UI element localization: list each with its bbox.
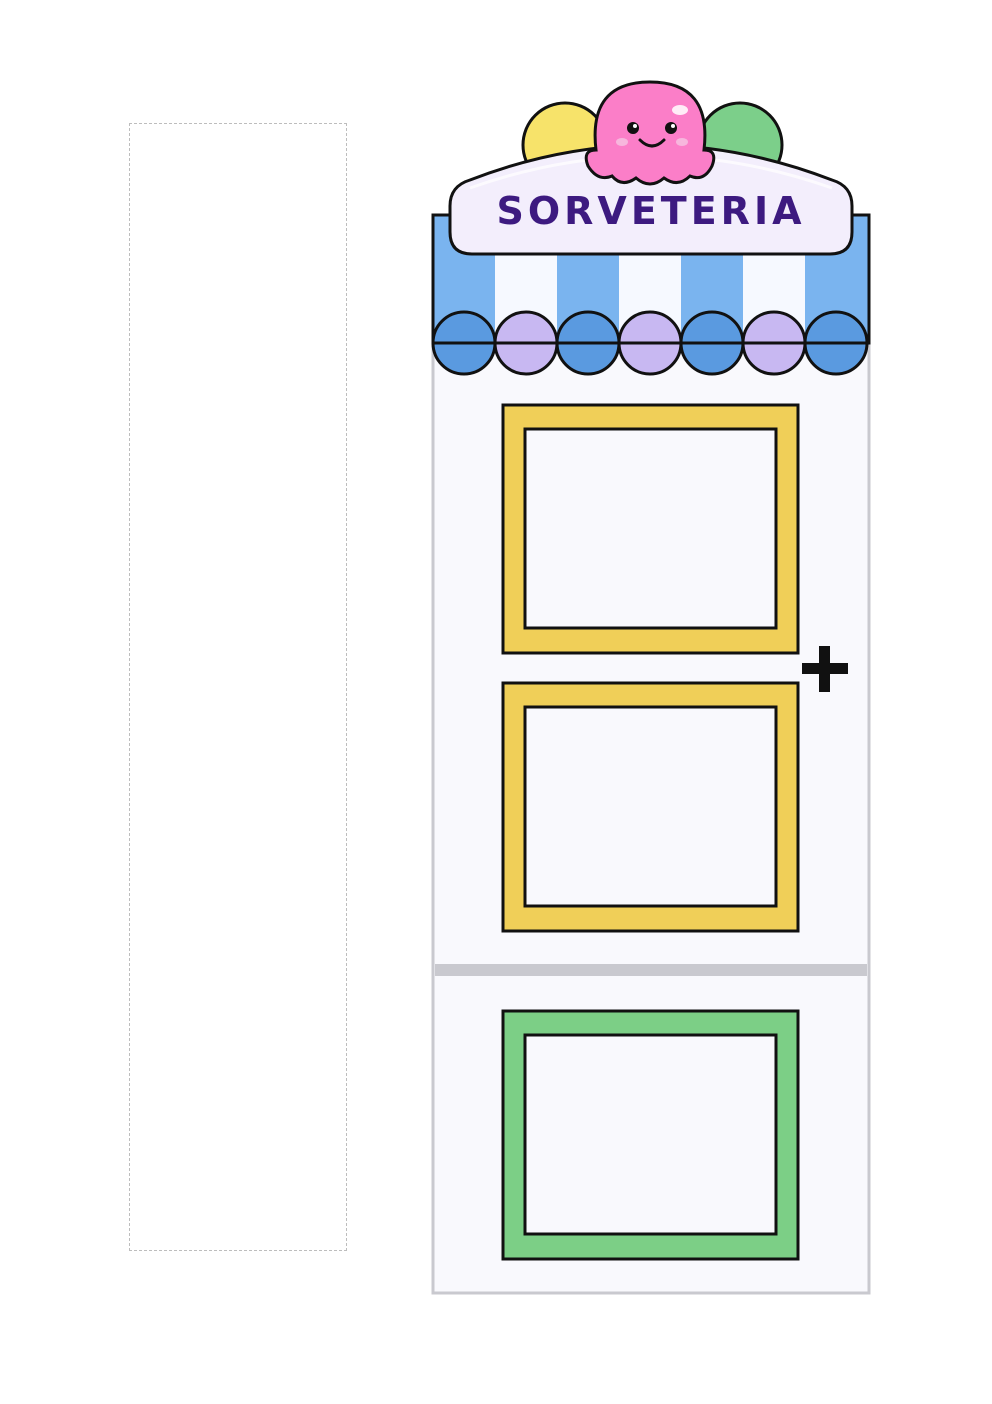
shelf-divider (435, 964, 867, 976)
pink-ice-cream-scoop-icon (584, 80, 716, 186)
yellow-frame-middle[interactable] (501, 681, 800, 933)
plus-icon[interactable] (802, 646, 848, 692)
yellow-frame-top[interactable] (501, 403, 800, 655)
cut-guide-dashed (129, 123, 347, 1251)
green-frame-bottom[interactable] (501, 1009, 800, 1261)
sign-title: SORVETERIA (497, 189, 806, 233)
